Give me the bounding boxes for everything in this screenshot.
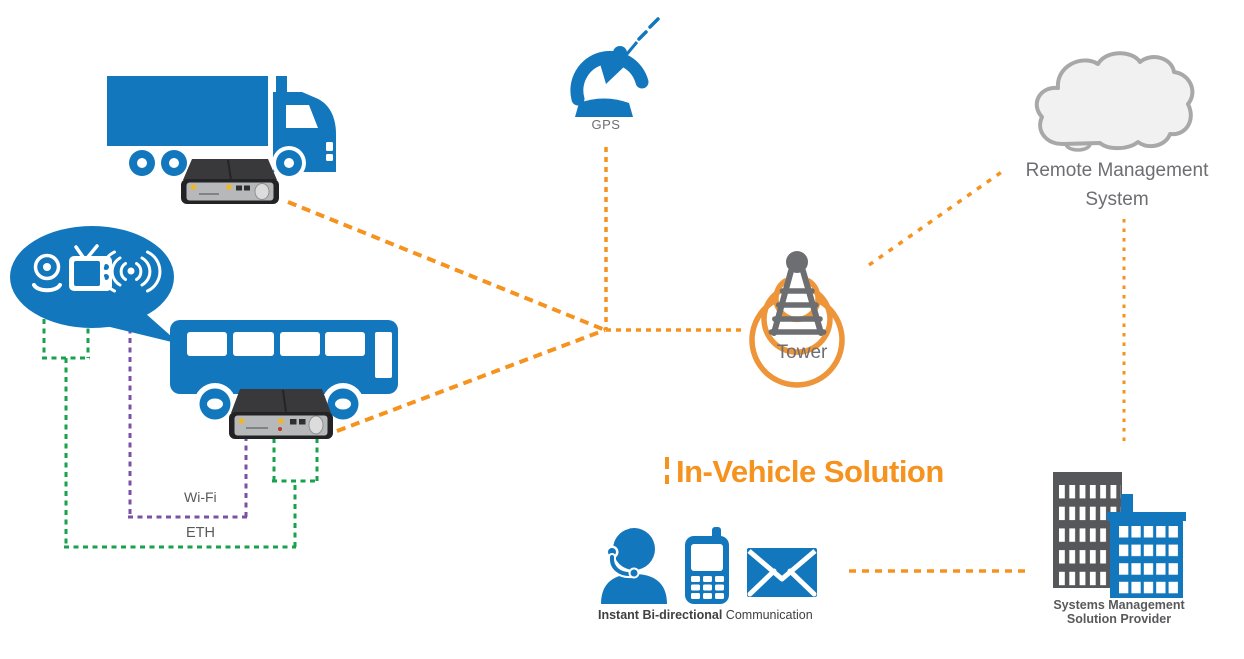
remote-management-label-line1: Remote Management	[1025, 160, 1209, 181]
mobile-phone-icon	[685, 527, 729, 604]
communication-label: Instant Bi-directional Communication	[598, 608, 838, 622]
systems-provider-label-line1: Systems Management	[1053, 598, 1185, 612]
systems-provider-label: Systems Management Solution Provider	[1039, 598, 1199, 626]
wifi-link-label: Wi-Fi	[184, 489, 217, 505]
truck-router-device	[181, 159, 279, 204]
tower-icon	[749, 251, 845, 388]
remote-management-label: Remote Management System	[1012, 156, 1222, 215]
tower-label: Tower	[776, 342, 828, 363]
remote-management-label-line2: System	[1085, 189, 1149, 211]
webcam-icon	[32, 253, 62, 293]
link-wifi	[128, 300, 248, 519]
bus-wheels	[194, 383, 364, 425]
link-eth-join	[42, 356, 319, 549]
eth-link-label: ETH	[186, 525, 215, 541]
tv-icon	[69, 244, 112, 291]
systems-provider-label-line2: Solution Provider	[1066, 611, 1172, 626]
speech-bubble	[10, 226, 180, 344]
gps-label: GPS	[591, 117, 621, 132]
gps-icon	[570, 17, 660, 117]
buildings-icon	[1053, 472, 1186, 598]
wireless-signal-icon	[100, 250, 162, 293]
envelope-icon	[747, 548, 817, 597]
bus-icon	[170, 320, 398, 425]
diagram-title: In-Vehicle Solution	[676, 454, 944, 489]
link-bus-router-to-hub	[336, 328, 606, 433]
link-tower-to-cloud	[867, 169, 1005, 267]
orange-dashed-links	[287, 147, 1126, 573]
link-truck-router-to-hub	[287, 200, 606, 332]
cloud-icon	[1034, 51, 1195, 152]
truck-icon	[107, 76, 336, 180]
communication-label-strong: Instant Bi-directional	[598, 608, 723, 622]
support-agent-icon	[601, 525, 667, 604]
bus-router-device	[229, 389, 333, 439]
purple-wifi-link	[128, 300, 248, 519]
truck-wheels	[125, 146, 306, 180]
communication-label-regular: Communication	[722, 608, 813, 622]
